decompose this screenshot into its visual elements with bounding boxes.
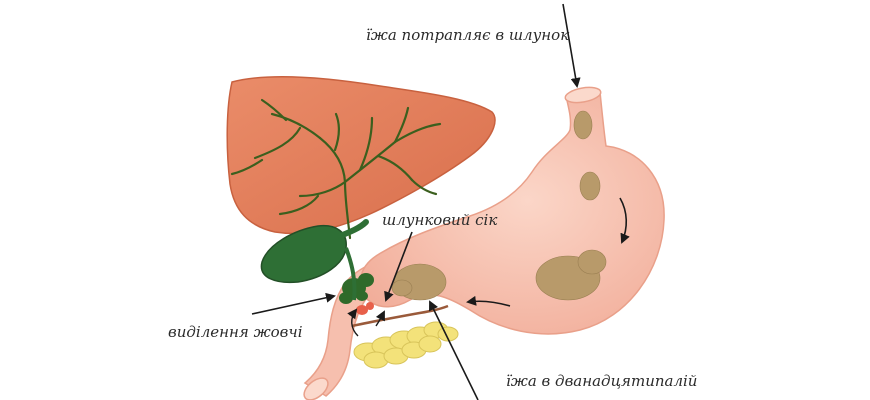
flow-arrow-1 (619, 197, 630, 244)
esophagus-opening (564, 86, 602, 104)
label-gastric-juice: шлунковий сік (382, 211, 498, 229)
common-bile-duct (344, 247, 357, 301)
pancreas (353, 321, 459, 369)
arrow-food-to-duodenum (429, 300, 479, 400)
flow-arrow-4 (375, 310, 385, 327)
flow-arrow-2 (466, 295, 511, 307)
label-bile-secretion: виділення жовчі (168, 323, 303, 341)
cystic-duct (337, 219, 369, 239)
flow-arrow-3 (347, 308, 359, 337)
duodenum-opening (303, 377, 329, 400)
label-food-to-duodenum: їжа в дванадцятипалій (506, 372, 698, 390)
gallbladder (260, 224, 347, 284)
arrow-gastric-juice (384, 231, 413, 302)
enzyme-droplets (356, 302, 374, 315)
arrow-food-to-stomach (562, 3, 581, 88)
bile-ducts (230, 98, 442, 240)
arrow-bile-secretion (251, 292, 336, 315)
liver (226, 76, 496, 235)
label-food-to-stomach: їжа потрапляє в шлунок (366, 26, 570, 44)
pancreatic-duct (351, 304, 449, 328)
food-particles (391, 110, 607, 301)
